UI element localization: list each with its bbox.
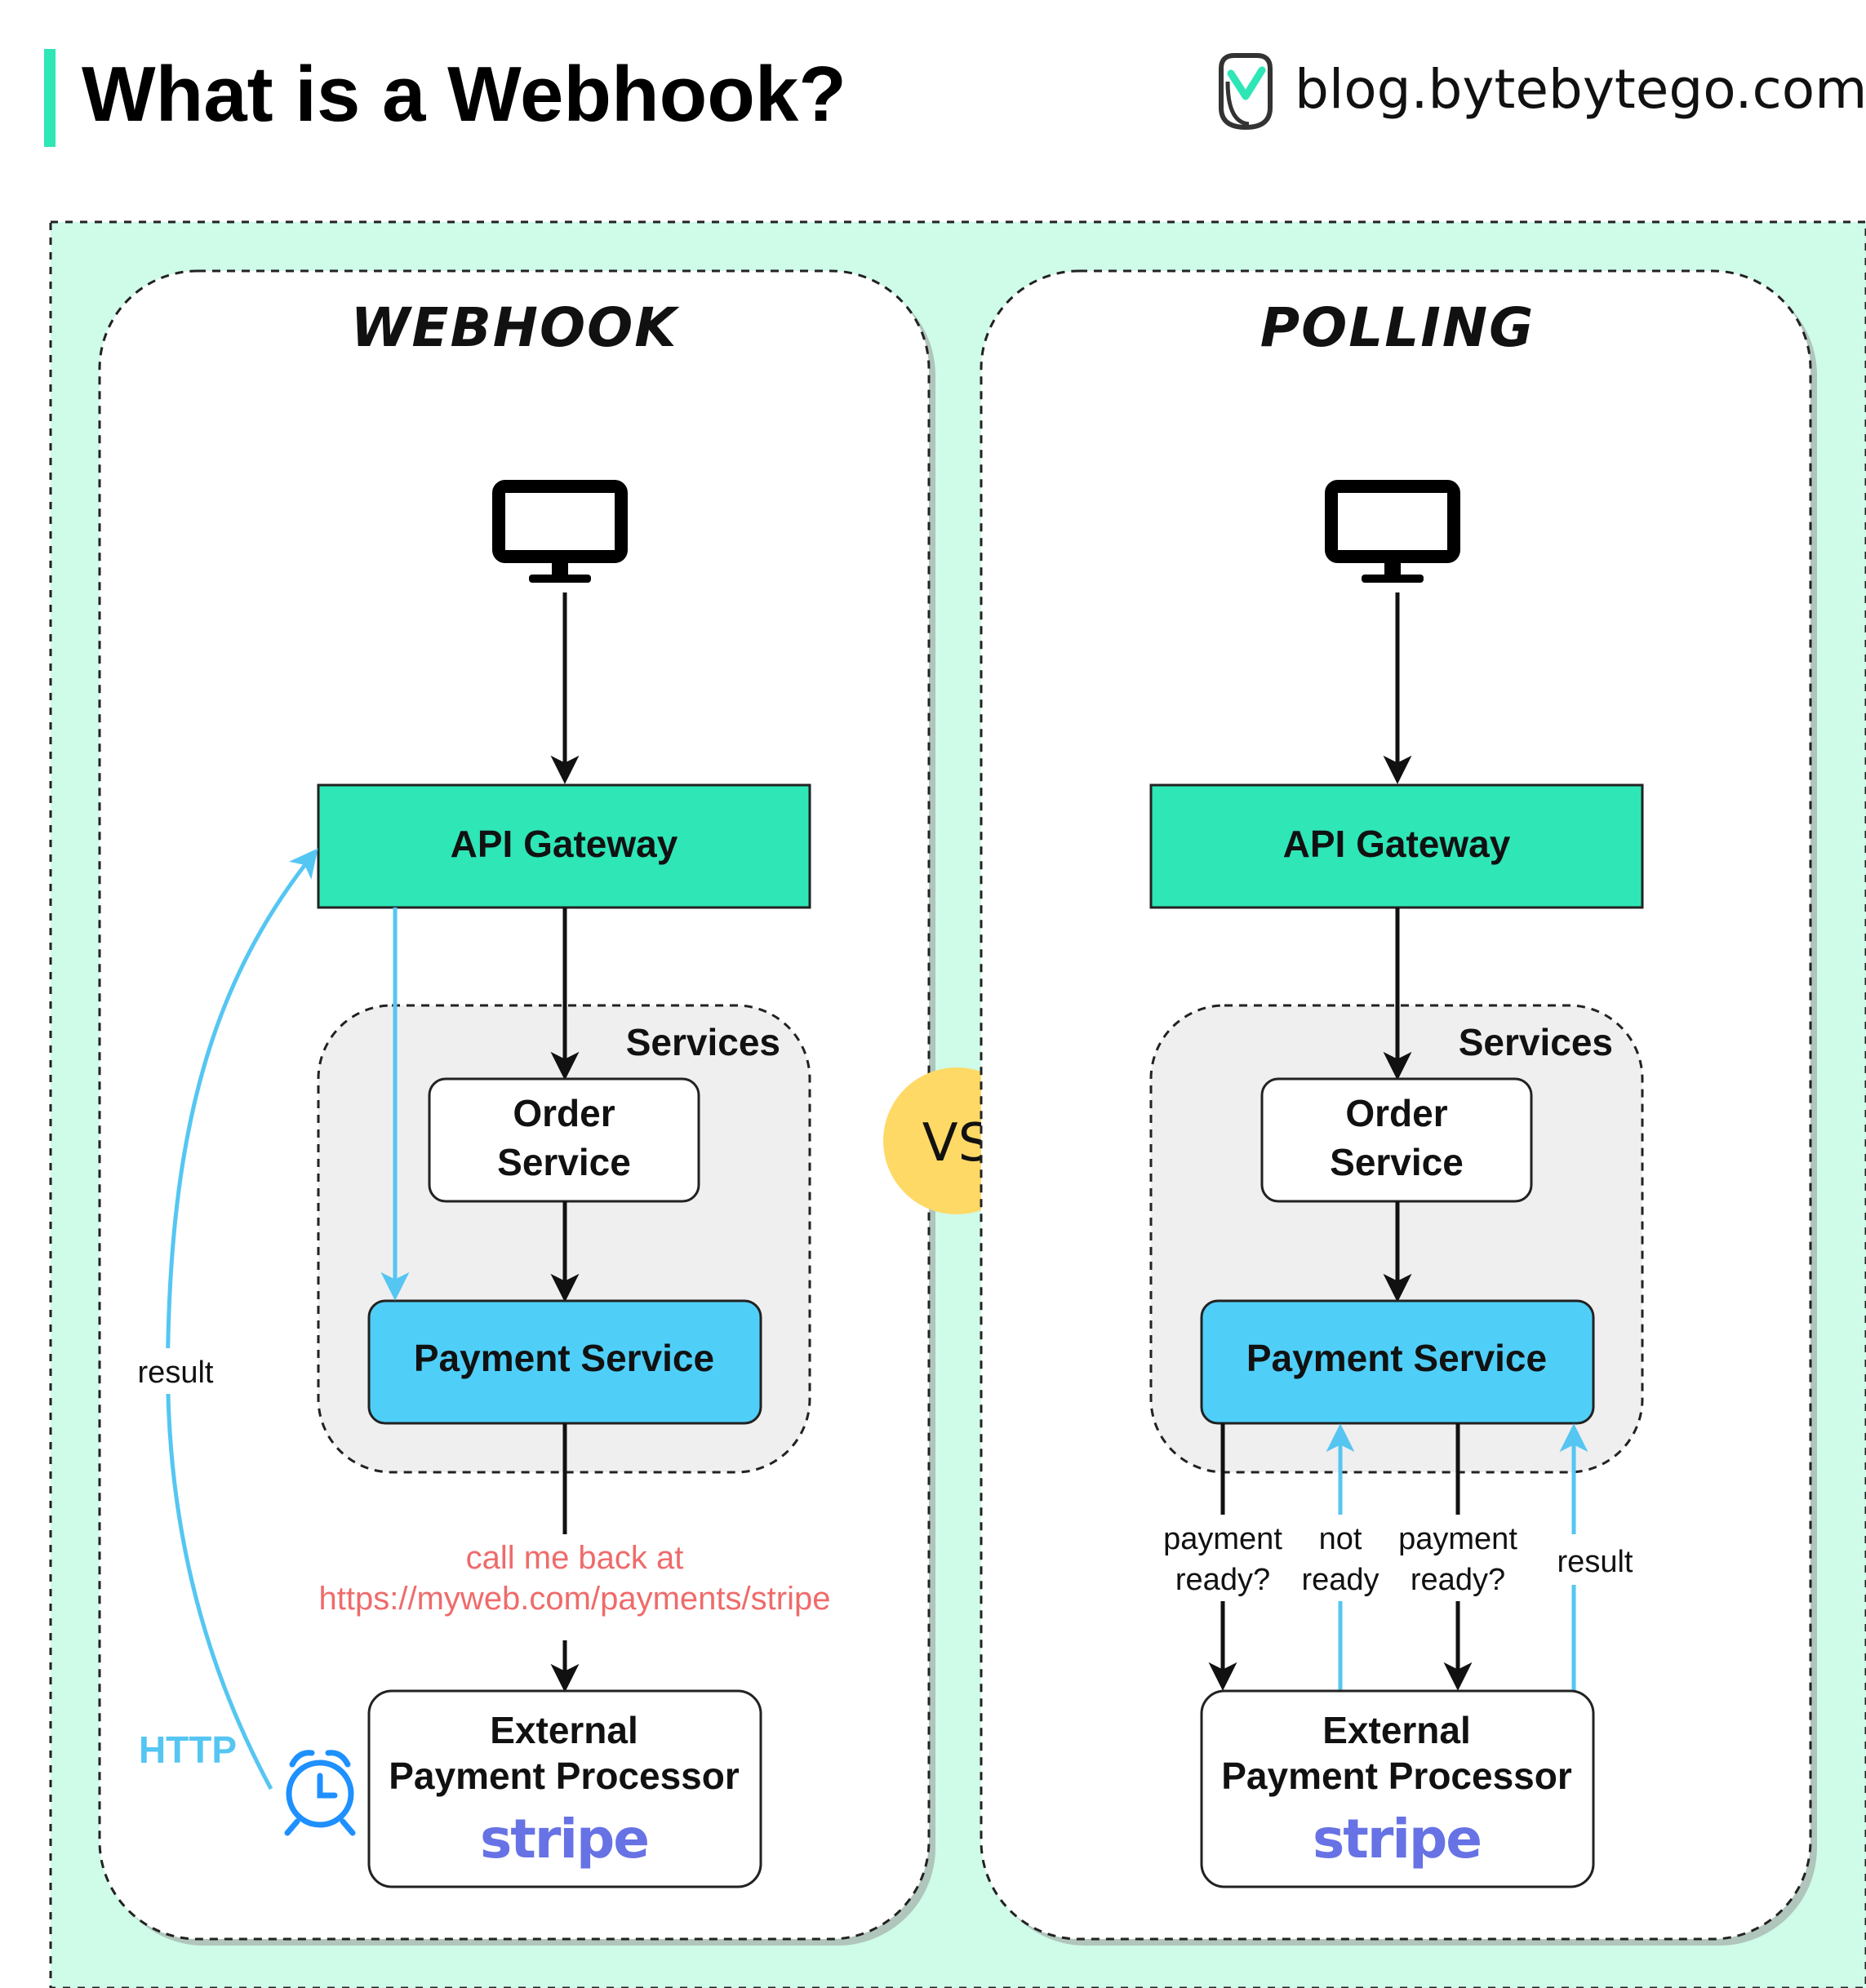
monitor-icon	[492, 480, 628, 583]
polling-processor-line1: External	[1322, 1709, 1471, 1751]
polling-api-gateway	[1149, 783, 1644, 909]
poll-request-1-label-line1: payment	[1163, 1522, 1282, 1556]
poll-result-label: result	[1557, 1545, 1633, 1579]
poll-request-1-label-line2: ready?	[1175, 1563, 1270, 1597]
polling-order-label-line2: Service	[1330, 1141, 1464, 1183]
polling-payment-label: Payment Service	[1246, 1337, 1547, 1379]
webhook-stripe-logo: stripe	[480, 1808, 648, 1870]
alarm-clock-icon	[284, 1750, 356, 1836]
webhook-external-processor	[367, 1689, 762, 1888]
webhook-services-label: Services	[626, 1021, 780, 1063]
title-accent-bar	[44, 49, 56, 147]
polling-external-processor	[1200, 1689, 1595, 1888]
vs-label: VS	[922, 1113, 991, 1174]
http-label: HTTP	[139, 1728, 237, 1771]
poll-response-1-label-line2: ready	[1301, 1563, 1379, 1597]
webhook-column: WEBHOOK API Gateway Services Order Servi…	[98, 269, 935, 1946]
webhook-title: WEBHOOK	[351, 296, 681, 359]
polling-title: POLLING	[1260, 296, 1535, 359]
webhook-payment-label: Payment Service	[414, 1337, 714, 1379]
result-label: result	[138, 1356, 214, 1390]
polling-order-label-line1: Order	[1345, 1092, 1447, 1134]
webhook-api-gateway-label: API Gateway	[451, 823, 678, 865]
polling-column: POLLING API Gateway Services Order Servi…	[980, 269, 1817, 1946]
webhook-processor-line2: Payment Processor	[389, 1755, 740, 1797]
poll-request-2-label-line2: ready?	[1411, 1563, 1505, 1597]
polling-processor-line2: Payment Processor	[1221, 1755, 1572, 1797]
webhook-processor-line1: External	[490, 1709, 638, 1751]
bytebytego-logo-icon	[1219, 53, 1273, 131]
poll-request-2-label-line1: payment	[1398, 1522, 1517, 1556]
webhook-order-label-line1: Order	[513, 1092, 615, 1134]
monitor-icon	[1325, 480, 1460, 583]
poll-response-1-label-line1: not	[1319, 1522, 1362, 1556]
page-title: What is a Webhook?	[82, 51, 846, 138]
callback-text-line2: https://myweb.com/payments/stripe	[319, 1581, 831, 1617]
polling-api-gateway-label: API Gateway	[1283, 823, 1511, 865]
polling-payment-service	[1200, 1299, 1595, 1425]
polling-services-label: Services	[1459, 1021, 1613, 1063]
result-callback-curve	[166, 848, 318, 1791]
site-url: blog.bytebytego.com	[1295, 58, 1866, 121]
callback-text-line1: call me back at	[466, 1540, 684, 1576]
webhook-order-label-line2: Service	[497, 1141, 631, 1183]
polling-stripe-logo: stripe	[1313, 1808, 1481, 1870]
